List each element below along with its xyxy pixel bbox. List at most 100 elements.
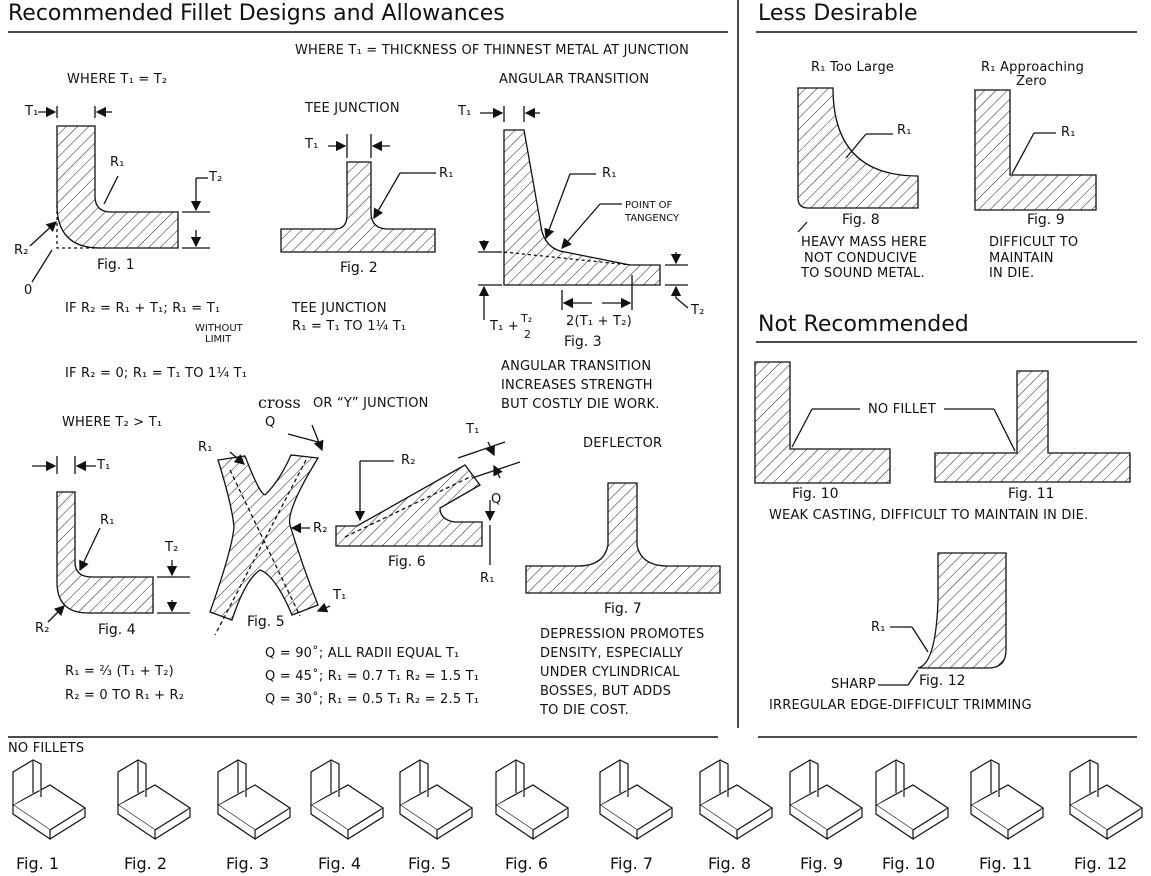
label-t1-fig1: T₁ xyxy=(25,104,39,119)
figure-label-5: Fig. 5 xyxy=(247,614,285,630)
figure-label-4: Fig. 4 xyxy=(98,622,136,638)
label-r1-fig5: R₁ xyxy=(198,440,213,455)
no-fillets-icons xyxy=(11,758,1144,841)
label-r1-fig12: R₁ xyxy=(871,620,886,635)
caption-diff-1: DIFFICULT TO xyxy=(989,235,1079,250)
figure-label-10: Fig. 10 xyxy=(792,486,839,502)
iso-icon-10 xyxy=(874,758,950,841)
label-r1-fig3: R₁ xyxy=(602,166,617,181)
note-angular-transition: ANGULAR TRANSITION xyxy=(499,72,650,87)
caption-dep-2: DENSITY, ESPECIALLY xyxy=(540,646,684,661)
label-t2-fig4: T₂ xyxy=(165,540,179,555)
caption-heavy-3: TO SOUND METAL. xyxy=(801,266,925,281)
fig2-shape xyxy=(280,134,436,253)
caption-heavy-1: HEAVY MASS HERE xyxy=(801,235,927,250)
fig3-shape xyxy=(478,106,689,320)
note-point-of-tangency-2: TANGENCY xyxy=(625,213,680,224)
figure-label-9: Fig. 9 xyxy=(1027,212,1065,228)
fig10-shape xyxy=(754,361,891,484)
formula-fig4-a: R₁ = ⅔ (T₁ + T₂) xyxy=(65,664,174,679)
caption-diff-3: IN DIE. xyxy=(989,266,1035,281)
formula-fig3-two: 2(T₁ + T₂) xyxy=(566,314,632,329)
formula-fig4-b: R₂ = 0 TO R₁ + R₂ xyxy=(65,688,185,703)
bottom-fig-11: Fig. 11 xyxy=(979,854,1033,873)
formula-fig3-t1: T₁ + xyxy=(490,319,519,334)
fig4-shape xyxy=(32,456,190,623)
caption-dep-5: TO DIE COST. xyxy=(540,703,629,718)
iso-icon-4 xyxy=(309,758,385,841)
note-where-t1-t2: WHERE T₁ = T₂ xyxy=(67,72,168,87)
note-tee-junction: TEE JUNCTION xyxy=(305,101,400,116)
iso-icon-6 xyxy=(494,758,570,841)
iso-icon-3 xyxy=(216,758,292,841)
header-recommended: Recommended Fillet Designs and Allowance… xyxy=(8,1,505,26)
label-t1-fig5: T₁ xyxy=(333,588,347,603)
bottom-fig-7: Fig. 7 xyxy=(610,854,653,873)
header-less-desirable: Less Desirable xyxy=(758,1,918,26)
label-r2-fig5: R₂ xyxy=(313,521,328,536)
figure-label-1: Fig. 1 xyxy=(97,257,135,273)
fig5-shape xyxy=(209,424,331,636)
iso-icon-8 xyxy=(698,758,774,841)
caption-dep-3: UNDER CYLINDRICAL xyxy=(540,665,680,680)
fig9-shape xyxy=(974,89,1097,211)
iso-icon-7 xyxy=(598,758,674,841)
caption-weak: WEAK CASTING, DIFFICULT TO MAINTAIN IN D… xyxy=(769,508,1089,523)
label-t1-fig4: T₁ xyxy=(97,458,111,473)
label-t1-fig6: T₁ xyxy=(466,422,480,437)
figure-label-12: Fig. 12 xyxy=(919,673,966,689)
note-deflector: DEFLECTOR xyxy=(583,436,663,451)
caption-no-fillet: NO FILLET xyxy=(868,402,936,417)
label-t2-fig3: T₂ xyxy=(691,303,705,318)
bottom-fig-8: Fig. 8 xyxy=(708,854,751,873)
caption-dep-1: DEPRESSION PROMOTES xyxy=(540,627,705,642)
note-point-of-tangency-1: POINT OF xyxy=(625,200,673,211)
bottom-fig-2: Fig. 2 xyxy=(124,854,167,873)
label-r1-fig8: R₁ xyxy=(897,123,912,138)
formula-fig3-t2-num: T₂ xyxy=(521,312,533,325)
figure-label-3: Fig. 3 xyxy=(564,334,602,350)
label-zero-fig1: 0 xyxy=(24,283,33,298)
label-r2-fig1: R₂ xyxy=(14,243,29,258)
formula-q45: Q = 45˚; R₁ = 0.7 T₁ R₂ = 1.5 T₁ xyxy=(265,669,480,684)
label-r1-fig2: R₁ xyxy=(439,166,454,181)
formula-fig1-a: IF R₂ = R₁ + T₁; R₁ = T₁ xyxy=(65,301,221,316)
figure-label-2: Fig. 2 xyxy=(340,260,378,276)
formula-fig3-t2-den: 2 xyxy=(524,328,531,341)
header-no-fillets: NO FILLETS xyxy=(8,741,85,756)
label-q-fig5: Q xyxy=(265,415,276,430)
label-r1-fig4: R₁ xyxy=(100,513,115,528)
caption-angular-3: BUT COSTLY DIE WORK. xyxy=(501,397,660,412)
bottom-fig-4: Fig. 4 xyxy=(318,854,361,873)
header-not-recommended: Not Recommended xyxy=(758,312,969,337)
figure-label-7: Fig. 7 xyxy=(604,601,642,617)
fig1-shape xyxy=(29,106,210,283)
caption-r1-too-large: R₁ Too Large xyxy=(811,60,895,75)
iso-icon-5 xyxy=(398,758,474,841)
label-r1-fig1: R₁ xyxy=(110,155,125,170)
bottom-fig-5: Fig. 5 xyxy=(408,854,451,873)
caption-sharp: SHARP xyxy=(831,677,876,692)
iso-icon-12 xyxy=(1068,758,1144,841)
figure-label-6: Fig. 6 xyxy=(388,554,426,570)
caption-r1-approaching-1: R₁ Approaching xyxy=(981,60,1085,75)
bottom-fig-6: Fig. 6 xyxy=(505,854,548,873)
label-t2-fig1: T₂ xyxy=(209,170,223,185)
label-q-fig6: Q xyxy=(491,492,502,507)
caption-diff-2: MAINTAIN xyxy=(989,251,1054,266)
formula-q90: Q = 90˚; ALL RADII EQUAL T₁ xyxy=(265,646,460,661)
bottom-fig-9: Fig. 9 xyxy=(800,854,843,873)
bottom-fig-3: Fig. 3 xyxy=(226,854,269,873)
formula-without-limit-1: WITHOUT xyxy=(195,323,243,334)
iso-icon-11 xyxy=(969,758,1045,841)
formula-without-limit-2: LIMIT xyxy=(205,334,232,345)
note-where-t2-gt-t1: WHERE T₂ > T₁ xyxy=(62,415,163,430)
caption-r1-approaching-2: Zero xyxy=(1016,74,1047,89)
iso-icon-9 xyxy=(788,758,864,841)
caption-dep-4: BOSSES, BUT ADDS xyxy=(540,684,672,699)
iso-icon-2 xyxy=(116,758,192,841)
label-t1-fig2: T₁ xyxy=(305,137,319,152)
note-cross-word: cross xyxy=(258,393,301,412)
label-r2-fig4: R₂ xyxy=(35,621,50,636)
label-r1-fig9: R₁ xyxy=(1061,125,1076,140)
